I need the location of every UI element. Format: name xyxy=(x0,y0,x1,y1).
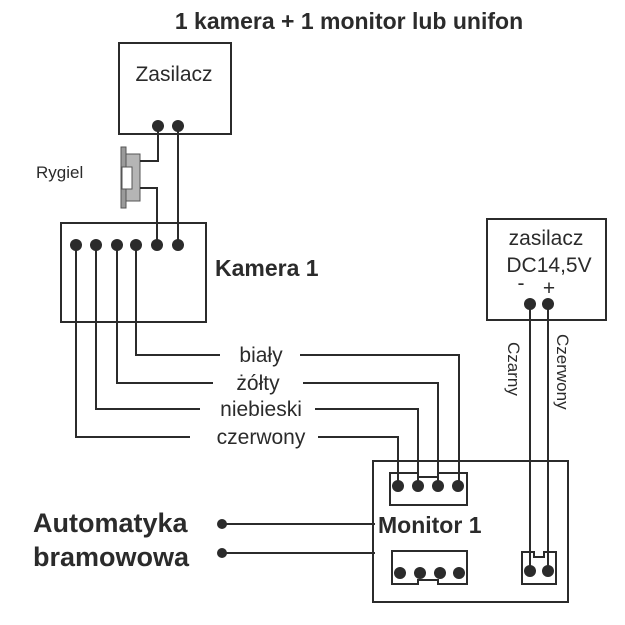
terminal xyxy=(172,239,184,251)
power-supply-top-label: Zasilacz xyxy=(135,63,212,86)
terminal xyxy=(412,480,424,492)
gate-automation-label-2: bramowowa xyxy=(33,542,190,572)
power-supply-top-box xyxy=(118,42,232,135)
camera-label: Kamera 1 xyxy=(215,255,319,281)
wire-bialy xyxy=(135,245,460,483)
terminal xyxy=(392,480,404,492)
wire-lock-camera xyxy=(140,187,158,245)
gate-automation-label-1: Automatyka xyxy=(33,508,189,538)
minus-sign: - xyxy=(518,272,525,295)
terminal xyxy=(434,567,446,579)
wire-zolty xyxy=(116,245,439,483)
power-supply-dc-box xyxy=(486,218,607,321)
power-supply-dc-label-1: zasilacz xyxy=(509,227,584,250)
lock-label: Rygiel xyxy=(36,163,83,182)
electric-lock: Rygiel xyxy=(36,146,141,209)
plus-sign: + xyxy=(543,277,555,300)
diagram-title: 1 kamera + 1 monitor lub unifon xyxy=(175,8,523,34)
connector-bottom xyxy=(391,550,468,585)
wire-psu-lock xyxy=(140,126,159,162)
terminal xyxy=(432,480,444,492)
monitor-1: Monitor 1 xyxy=(372,460,569,603)
terminal xyxy=(394,567,406,579)
gate-automation: Automatyka bramowowa xyxy=(33,508,375,572)
wire-label-zolty: żółty xyxy=(236,372,280,395)
power-supply-dc: zasilacz DC14,5V - + xyxy=(486,218,607,321)
camera-box xyxy=(60,222,207,323)
connector-power xyxy=(521,551,557,585)
wire-czerwony xyxy=(75,245,399,483)
terminal xyxy=(524,565,536,577)
terminal xyxy=(542,565,554,577)
wire-label-czarny: Czarny xyxy=(504,342,523,396)
lock-bolt xyxy=(121,166,133,190)
power-supply-dc-label-2: DC14,5V xyxy=(506,254,591,277)
wire-label-czerwony: czerwony xyxy=(217,426,306,449)
wire-label-czerwony-power: Czerwony xyxy=(553,334,572,410)
wire-label-niebieski: niebieski xyxy=(220,398,302,421)
connector-top xyxy=(389,472,468,506)
wire-label-bialy: biały xyxy=(239,344,283,367)
monitor-label: Monitor 1 xyxy=(378,512,482,538)
terminal xyxy=(453,567,465,579)
terminal xyxy=(151,239,163,251)
camera-1: Kamera 1 xyxy=(60,222,319,323)
power-supply-top: Zasilacz xyxy=(118,42,232,135)
terminal xyxy=(452,480,464,492)
terminal xyxy=(414,567,426,579)
monitor-box xyxy=(372,460,569,603)
wire-niebieski xyxy=(95,245,419,483)
